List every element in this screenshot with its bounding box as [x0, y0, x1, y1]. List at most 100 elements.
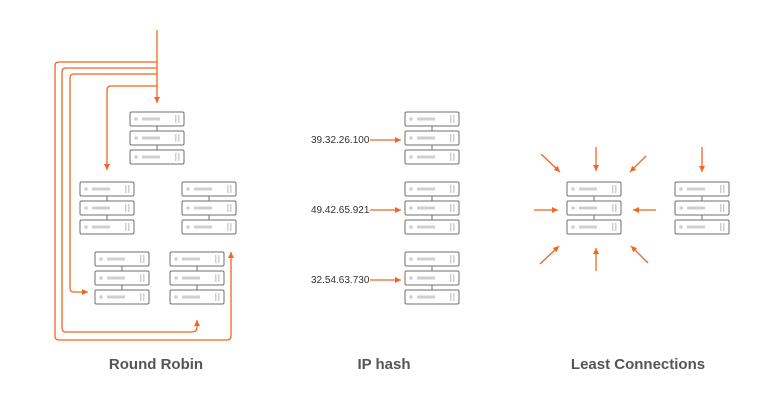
- client-ip-label: 39.32.26.100: [311, 135, 370, 146]
- server-unit: [566, 200, 622, 216]
- server-slot: [417, 187, 435, 191]
- server-led: [409, 295, 413, 299]
- server-slot: [182, 257, 200, 261]
- server-led: [174, 276, 178, 280]
- round-robin-diagram: Round Robin: [54, 30, 237, 373]
- server-unit: [404, 289, 460, 305]
- server-unit: [94, 289, 150, 305]
- server-vent: [128, 223, 130, 231]
- server-led: [409, 117, 413, 121]
- server-unit: [129, 130, 185, 146]
- server-slot: [194, 206, 212, 210]
- server-vent: [453, 115, 455, 123]
- server-unit: [129, 111, 185, 127]
- server-slot: [92, 225, 110, 229]
- server-unit: [181, 219, 237, 235]
- server-unit: [79, 181, 135, 197]
- server-led: [409, 206, 413, 210]
- server-vent: [175, 115, 177, 123]
- server-led: [84, 187, 88, 191]
- server-led: [409, 225, 413, 229]
- server-vent: [450, 293, 452, 301]
- arrow-to-bottom-right-stack: [61, 67, 200, 333]
- server-vent: [615, 185, 617, 193]
- server-vent: [215, 274, 217, 282]
- server-led: [186, 225, 190, 229]
- server-unit: [169, 251, 225, 267]
- server-led: [99, 276, 103, 280]
- server-vent: [178, 153, 180, 161]
- server-stack: [94, 251, 150, 305]
- server-unit: [79, 200, 135, 216]
- server-vent: [218, 293, 220, 301]
- connection-arrow: [540, 153, 561, 173]
- server-stack: [79, 181, 135, 235]
- server-slot: [579, 187, 597, 191]
- ip-hash-diagram: 39.32.26.100 49.42.65.921 32.54.63.730 L…: [311, 111, 460, 373]
- server-led: [409, 187, 413, 191]
- server-vent: [128, 204, 130, 212]
- server-vent: [227, 185, 229, 193]
- server-vent: [723, 185, 725, 193]
- server-vent: [450, 223, 452, 231]
- server-vent: [450, 134, 452, 142]
- server-vent: [450, 204, 452, 212]
- client-ip-label: 32.54.63.730: [311, 275, 370, 286]
- server-vent: [450, 115, 452, 123]
- server-vent: [125, 185, 127, 193]
- server-stack: [404, 111, 460, 165]
- server-slot: [182, 295, 200, 299]
- server-led: [174, 295, 178, 299]
- server-stack: [404, 181, 460, 235]
- server-slot: [107, 276, 125, 280]
- server-led: [679, 225, 683, 229]
- server-vent: [453, 255, 455, 263]
- server-vent: [230, 204, 232, 212]
- server-vent: [175, 153, 177, 161]
- server-unit: [404, 130, 460, 146]
- server-slot: [417, 117, 435, 121]
- server-vent: [230, 185, 232, 193]
- server-vent: [125, 204, 127, 212]
- server-unit: [94, 251, 150, 267]
- server-led: [99, 295, 103, 299]
- server-vent: [453, 204, 455, 212]
- server-stack: [181, 181, 237, 235]
- server-vent: [612, 185, 614, 193]
- server-unit: [404, 270, 460, 286]
- server-unit: [79, 219, 135, 235]
- server-unit: [674, 219, 730, 235]
- server-led: [84, 225, 88, 229]
- server-vent: [450, 255, 452, 263]
- server-vent: [218, 255, 220, 263]
- server-led: [134, 117, 138, 121]
- server-slot: [579, 225, 597, 229]
- server-slot: [107, 295, 125, 299]
- server-led: [571, 187, 575, 191]
- server-slot: [182, 276, 200, 280]
- connection-arrow: [539, 245, 560, 265]
- server-led: [84, 206, 88, 210]
- server-slot: [107, 257, 125, 261]
- server-slot: [194, 187, 212, 191]
- server-slot: [142, 155, 160, 159]
- server-led: [186, 206, 190, 210]
- round-robin-label: Round Robin: [109, 356, 203, 373]
- server-slot: [687, 187, 705, 191]
- server-vent: [720, 223, 722, 231]
- server-vent: [450, 185, 452, 193]
- server-unit: [404, 200, 460, 216]
- connection-arrow: [629, 155, 647, 173]
- server-unit: [404, 111, 460, 127]
- server-vent: [720, 204, 722, 212]
- server-vent: [615, 223, 617, 231]
- server-led: [409, 136, 413, 140]
- server-stack: [169, 251, 225, 305]
- arrow-to-bottom-left-stack: [69, 73, 157, 295]
- server-led: [134, 136, 138, 140]
- server-led: [679, 187, 683, 191]
- least-connections-diagram: Least Connections: [534, 147, 730, 373]
- server-slot: [417, 276, 435, 280]
- server-unit: [181, 200, 237, 216]
- server-vent: [450, 274, 452, 282]
